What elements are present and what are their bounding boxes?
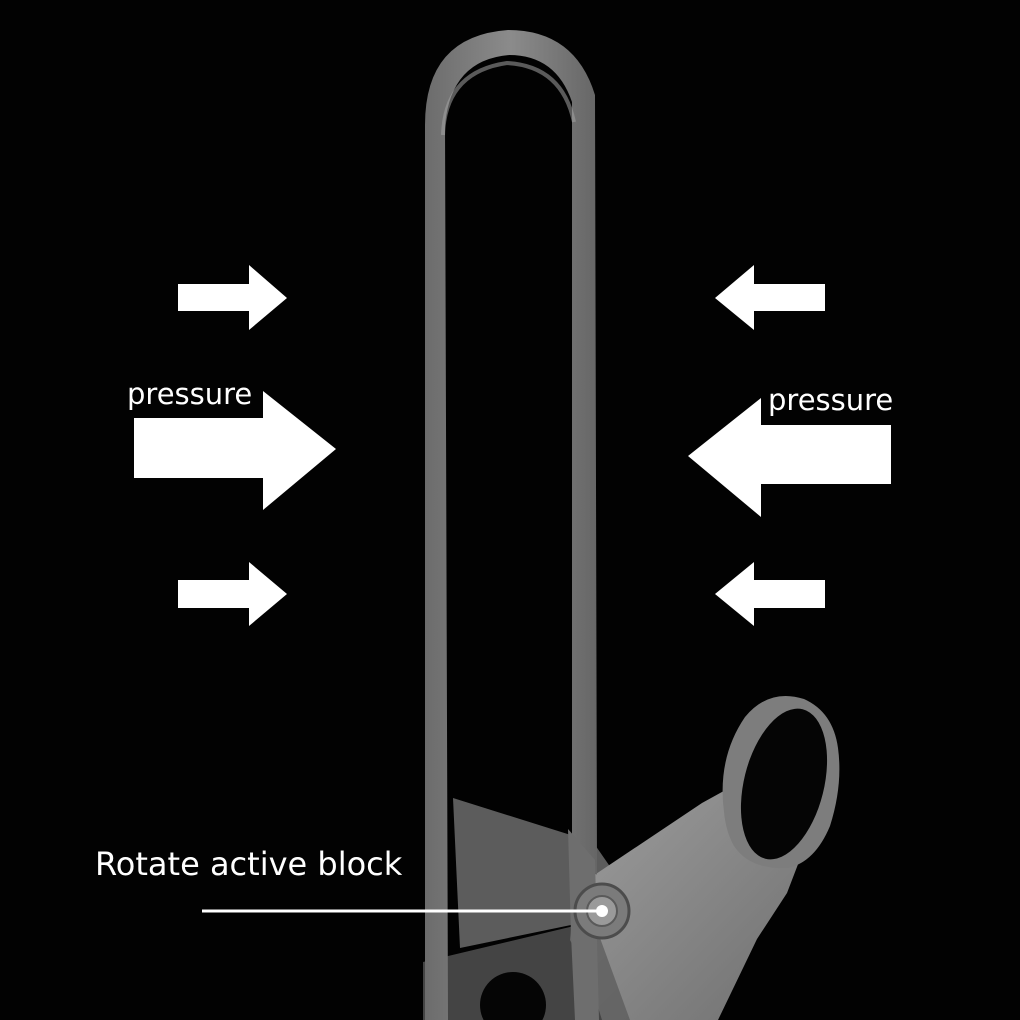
arrow-icon [178, 562, 287, 626]
rotating-block-icon [423, 695, 840, 1020]
pressure-label-right: pressure [768, 383, 894, 417]
arrow-icon [715, 562, 825, 626]
arrow-icon [715, 265, 825, 330]
arrow-icon [688, 398, 891, 517]
arrow-icon [134, 391, 336, 510]
arrow-icon [178, 265, 287, 330]
pressure-label-left: pressure [127, 377, 253, 411]
rotate-active-block-label: Rotate active block [95, 845, 403, 883]
